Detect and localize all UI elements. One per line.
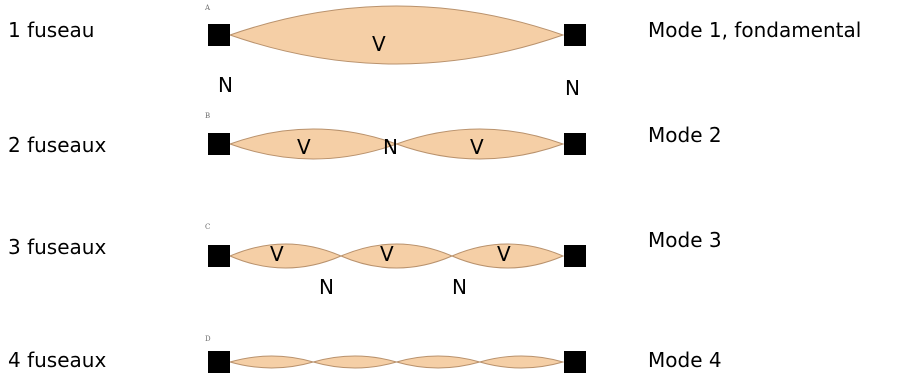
antinode-label: V: [297, 137, 311, 157]
antinode-label: V: [372, 34, 386, 54]
wave-lobe: [230, 244, 341, 268]
antinode-label: V: [380, 244, 394, 264]
node-label: N: [565, 78, 580, 98]
left-clamp-icon: [208, 351, 230, 373]
left-clamp-icon: [208, 133, 230, 155]
node-label: N: [383, 137, 398, 157]
antinode-label: V: [270, 244, 284, 264]
node-label: N: [319, 277, 334, 297]
antinode-label: V: [470, 137, 484, 157]
left-clamp-icon: [208, 24, 230, 46]
left-clamp-icon: [208, 245, 230, 267]
right-clamp-icon: [564, 24, 586, 46]
wave-lobe: [480, 356, 563, 368]
wave-lobe: [313, 356, 396, 368]
wave-lobe: [341, 244, 452, 268]
node-label: N: [218, 75, 233, 95]
wave-lobe: [230, 356, 313, 368]
antinode-label: V: [497, 244, 511, 264]
right-clamp-icon: [564, 351, 586, 373]
wave-lobe: [397, 356, 480, 368]
wave-lobe: [230, 6, 563, 64]
right-clamp-icon: [564, 245, 586, 267]
node-label: N: [452, 277, 467, 297]
right-clamp-icon: [564, 133, 586, 155]
wave-lobe: [230, 129, 397, 159]
